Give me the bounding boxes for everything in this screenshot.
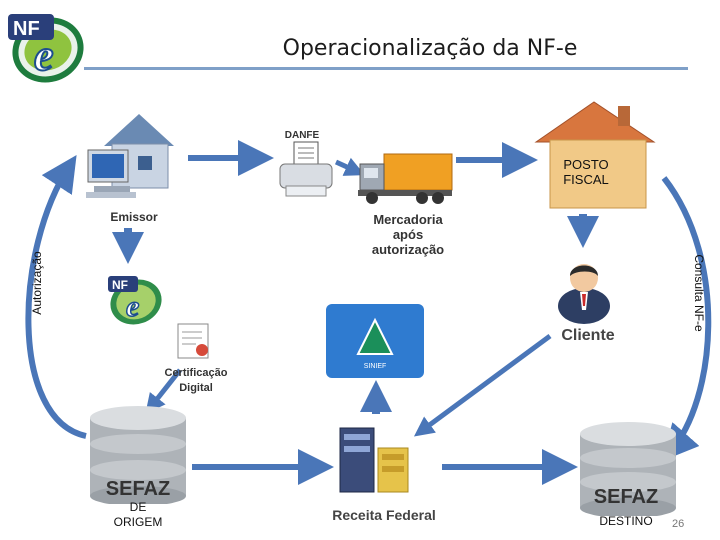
arrow-curve-consulta: [661, 176, 712, 461]
page-number: 26: [672, 518, 685, 530]
receita-server-icon: [339, 427, 409, 493]
sefaz-destino-caption: DESTINO: [599, 514, 653, 528]
printer-icon: [279, 141, 333, 197]
danfe-label: DANFE: [284, 130, 320, 141]
posto-fiscal-label: POSTO FISCAL: [548, 157, 624, 187]
certificate-icon: [177, 323, 209, 359]
cliente-person-icon: [558, 264, 610, 324]
mercadoria-line-2: após: [392, 227, 424, 242]
nfe-small-logo: e NF: [108, 276, 162, 325]
receita-label: Receita Federal: [332, 507, 436, 523]
origem-line-1: DE: [129, 500, 147, 514]
cert-line-1: Certificação: [164, 367, 228, 379]
emissor-house-icon: [86, 114, 174, 198]
mercadoria-line-3: autorização: [371, 242, 445, 257]
cliente-label: Cliente: [561, 327, 615, 344]
logo-nf-text: NF: [13, 18, 40, 40]
mercadoria-label: Mercadoria após autorização: [356, 212, 460, 257]
arrow-cert-sefaz: [145, 368, 182, 414]
arrow-danfe-mercadoria: [334, 157, 365, 176]
posto-line-1: POSTO: [563, 157, 609, 172]
posto-fiscal-house-icon: [534, 101, 656, 209]
sefaz-origem-db-icon: [90, 406, 186, 504]
sinief-box-icon: SINIEF: [326, 304, 424, 378]
sefaz-origem-name: SEFAZ: [105, 478, 171, 500]
sefaz-destino-name: SEFAZ: [593, 486, 659, 508]
truck-icon: [358, 153, 453, 204]
posto-line-2: FISCAL: [563, 172, 609, 187]
sefaz-destino-db-icon: [580, 422, 676, 516]
emissor-label: Emissor: [110, 210, 158, 224]
origem-line-2: ORIGEM: [113, 515, 163, 529]
logo-e-text: e: [34, 31, 54, 80]
autorizacao-flow-label: Autorização: [30, 251, 44, 315]
sefaz-origem-caption: DE ORIGEM: [100, 500, 176, 530]
title-rule: [84, 67, 688, 70]
cert-line-2: Digital: [179, 382, 213, 394]
consulta-flow-label: Consulta NF-e: [692, 254, 706, 332]
svg-text:e: e: [126, 290, 139, 323]
certificacao-label: Certificação Digital: [156, 366, 236, 396]
slide-title: Operacionalização da NF-e: [282, 36, 578, 61]
mercadoria-line-1: Mercadoria: [373, 212, 443, 227]
svg-text:NF: NF: [112, 278, 128, 292]
nfe-logo: NF e: [8, 14, 84, 83]
arrow-cliente-receita: [413, 333, 552, 437]
sinief-text: SINIEF: [364, 363, 387, 370]
arrow-curve-autorizacao: [25, 154, 87, 439]
